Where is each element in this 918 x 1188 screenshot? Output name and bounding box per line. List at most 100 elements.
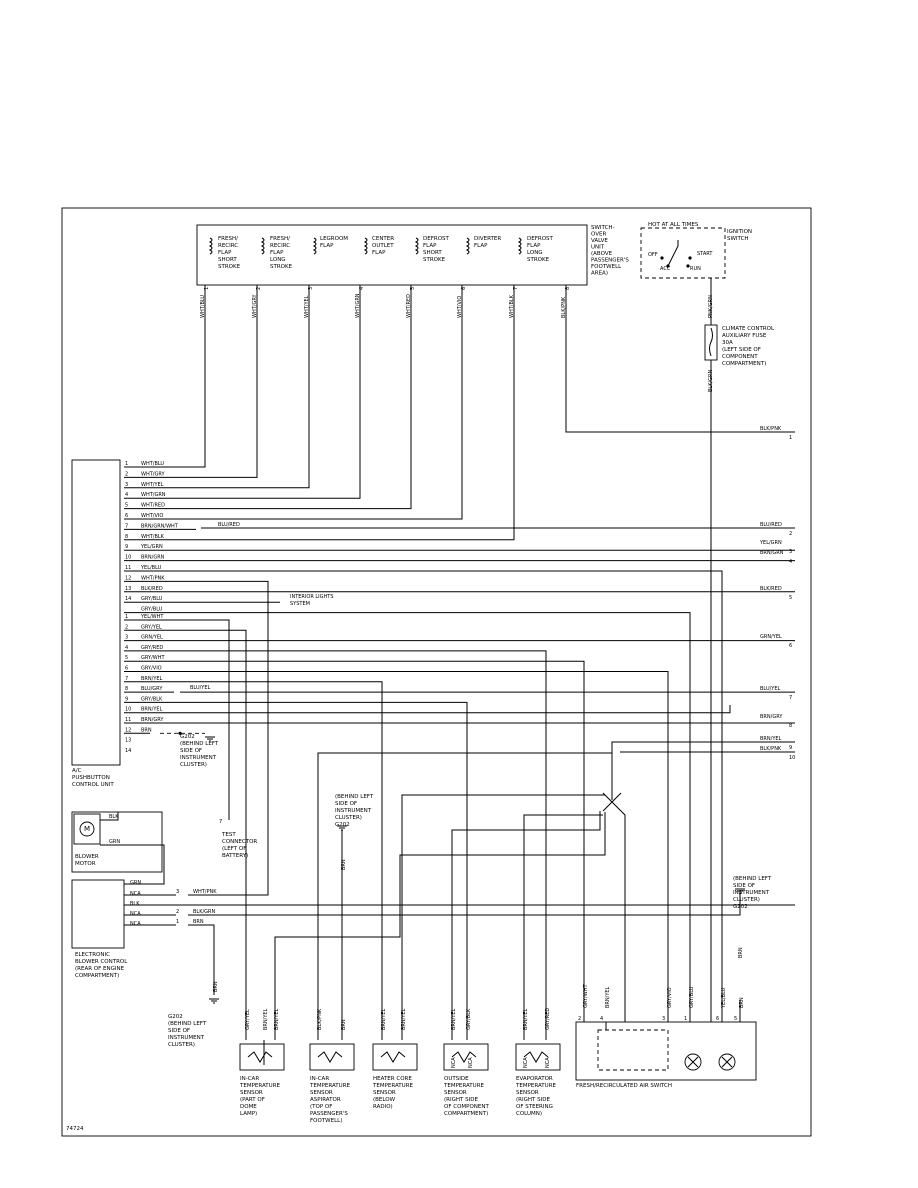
blower-control-label-line: BLOWER CONTROL	[75, 959, 128, 965]
wire-brn-yel-evap	[523, 814, 603, 1040]
sensor-2-label-line: ASPIRATOR	[310, 1097, 341, 1103]
wire-wht-gry	[124, 285, 258, 478]
blower-control-box	[71, 879, 125, 949]
g202-label-c-line: (BEHIND LEFT	[168, 1021, 207, 1027]
sensor-3-resistor-icon	[380, 1051, 406, 1063]
sensor-2-label-line: PASSENGER'S	[310, 1111, 348, 1117]
right-exit-num-5: 5	[789, 595, 792, 601]
flap-3-label-line: LEGROOM	[320, 236, 348, 242]
flap-6-label-line: FLAP	[474, 243, 488, 249]
cu-b-pin-13: 13	[125, 738, 131, 744]
wire-grn-motor	[100, 844, 165, 885]
fuse-label-line: (LEFT SIDE OF	[722, 347, 761, 353]
blower-wire-nca-2: NCA	[130, 911, 141, 917]
g202-splice	[178, 731, 182, 735]
sensor-1-label-line: DOME	[240, 1104, 257, 1110]
cu-a-wire-12: WHT/PNK	[141, 575, 165, 581]
g202-label-b-line: SIDE OF	[335, 801, 357, 807]
switchover-unit-label-line: PASSENGER'S	[591, 258, 629, 264]
blower-conn-pin-1: 1	[176, 919, 179, 925]
right-exit-wire-4: BRN/GRN	[760, 550, 784, 556]
switchover-unit-label-line: UNIT	[591, 245, 605, 251]
switchover-pin-5: 5	[410, 287, 416, 290]
test-connector-label-line: TEST	[221, 832, 236, 838]
switch-wire-5: YEL/BLU	[721, 987, 727, 1009]
cu-b-pin-4: 4	[125, 645, 128, 651]
sensor-wire-label-5: BRN	[341, 1019, 347, 1030]
diagram-frame	[61, 207, 812, 1137]
labels: FRESH/RECIRCFLAPSHORTSTROKEFRESH/RECIRCF…	[66, 222, 795, 1132]
cu-b-pin-5: 5	[125, 655, 128, 661]
right-exit-wire-9: BRN/YEL	[760, 736, 782, 742]
cu-b-wire-6: GRY/VIO	[141, 666, 162, 672]
cu-b-pin-12: 12	[125, 727, 131, 733]
sensor-5-label-line: OF STEERING	[516, 1104, 553, 1110]
sensor-1-resistor-icon	[247, 1051, 273, 1063]
cu-b-wire-1: YEL/WHT	[140, 614, 164, 620]
g202-label-b-line: INSTRUMENT	[335, 808, 372, 814]
cu-a-pin-14: 14	[125, 596, 131, 602]
evap-nca-2: NCA	[545, 1057, 551, 1068]
wire-wht-blk	[124, 285, 515, 541]
flap-7-label-line: FLAP	[527, 243, 541, 249]
sensor-4-box	[443, 1043, 489, 1071]
g202-label-c-line: G202	[168, 1014, 183, 1020]
flap-4-label-line: FLAP	[372, 250, 386, 256]
flap-4-label-line: CENTER	[372, 236, 394, 242]
cu-a-wire-9: YEL/GRN	[140, 544, 163, 550]
right-exit-wire-1: BLK/PNK	[760, 426, 782, 432]
right-exit-wire-8: BRN/GRY	[760, 714, 783, 720]
wire-gry-wht	[124, 660, 585, 1022]
cu-b-wire-10: BRN/YEL	[141, 707, 163, 713]
cu-a-pin-7: 7	[125, 523, 128, 529]
wire-blk-motor	[100, 812, 119, 821]
switch-pin-4: 1	[684, 1016, 687, 1022]
blower-conn-pin-3: 3	[176, 889, 179, 895]
switch-wire-2: BRN/YEL	[605, 986, 611, 1008]
sensor-5-label-line: TEMPERATURE	[515, 1083, 557, 1089]
fuse-label-line: AUXILIARY FUSE	[722, 333, 767, 339]
switch-wire-6: BRN	[739, 997, 745, 1008]
sensor-4-label-line: SENSOR	[444, 1090, 467, 1096]
switchover-wire-3: WHT/YEL	[304, 295, 310, 318]
flap-2-label-line: LONG	[270, 257, 286, 263]
cu-a-pin-12: 12	[125, 575, 131, 581]
switch-pin-1: 2	[578, 1016, 581, 1022]
right-exit-num-9: 9	[789, 745, 792, 751]
g202-label-d-line: G202	[733, 904, 748, 910]
sensor-wire-label-6: BRN/YEL	[381, 1008, 387, 1030]
g202-label-a-line: (BEHIND LEFT	[180, 741, 219, 747]
sensor-2-label-line: IN-CAR	[310, 1076, 329, 1082]
ignition-pos-acc: ACC	[660, 266, 671, 272]
switchover-unit-label-line: OVER	[591, 232, 606, 238]
flap-7-label-line: STROKE	[527, 257, 550, 263]
flap-5-label-line: STROKE	[423, 257, 446, 263]
wire-brn-yel-heater	[124, 681, 383, 1040]
sensor-4-label-line: COMPARTMENT)	[444, 1111, 488, 1117]
cu-a-wire-15: GRY/BLU	[141, 607, 163, 613]
g202-ground-3	[735, 888, 745, 894]
flap-2-label-line: FRESH/	[270, 236, 290, 242]
blower-control-label-line: (REAR OF ENGINE	[75, 966, 125, 972]
ignition-label-line: SWITCH	[727, 236, 749, 242]
blower-wire-nca-1: NCA	[130, 891, 141, 897]
wire-wht-red	[124, 285, 412, 510]
sensor-5-label-line: (RIGHT SIDE	[516, 1097, 550, 1103]
flap-3-solenoid-icon	[312, 237, 317, 255]
sensor-1-box	[239, 1043, 285, 1071]
sensor-1-label-line: IN-CAR	[240, 1076, 259, 1082]
flap-3-label-line: FLAP	[320, 243, 334, 249]
motor-m: M	[84, 825, 90, 833]
sensor-2-box	[309, 1043, 355, 1071]
right-exit-num-10: 10	[789, 755, 795, 761]
switchover-pin-1: 1	[204, 287, 210, 290]
flap-1-label-line: RECIRC	[218, 243, 238, 249]
g202-label-c-line: CLUSTER)	[168, 1042, 195, 1048]
flap-2-label-line: STROKE	[270, 264, 293, 270]
switchover-pin-8: 8	[565, 287, 571, 290]
wire-crossover	[602, 792, 622, 812]
switch-wire-3: GRY/VIO	[667, 987, 673, 1008]
sensor-wire-label-1: GRY/YEL	[245, 1009, 251, 1030]
ignition-pos-run: RUN	[690, 266, 701, 272]
